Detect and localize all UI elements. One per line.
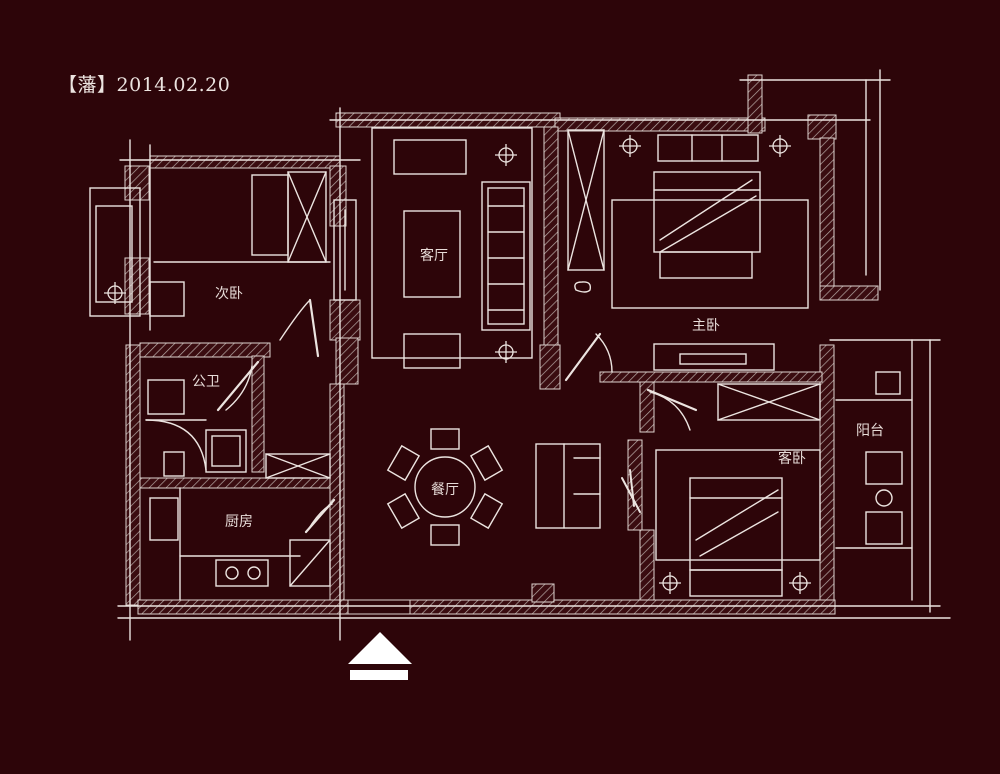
light-fixture-icon (495, 341, 517, 363)
light-fixture-icon (769, 135, 791, 157)
room-label-dining-room: 餐厅 (431, 482, 459, 498)
light-fixture-icon (495, 144, 517, 166)
room-label-public-bathroom: 公卫 (192, 374, 220, 390)
plan-header: 【藩】2014.02.20 (58, 70, 230, 97)
room-label-kitchen: 厨房 (225, 514, 253, 530)
room-label-living-room: 客厅 (420, 248, 448, 264)
linework (89, 69, 951, 641)
room-label-second-bedroom: 次卧 (215, 286, 243, 302)
up-arrow-icon (348, 632, 412, 680)
light-fixture-icon (789, 572, 811, 594)
light-fixture-icon (619, 135, 641, 157)
author-tag: 【藩】 (58, 74, 117, 96)
light-fixture-icon (659, 572, 681, 594)
room-label-balcony: 阳台 (856, 423, 884, 439)
light-fixtures (104, 135, 811, 594)
light-fixture-icon (104, 282, 126, 304)
room-label-guest-bedroom: 客卧 (778, 451, 806, 467)
plan-date: 2014.02.20 (116, 74, 231, 96)
room-label-master-bedroom: 主卧 (692, 318, 720, 334)
